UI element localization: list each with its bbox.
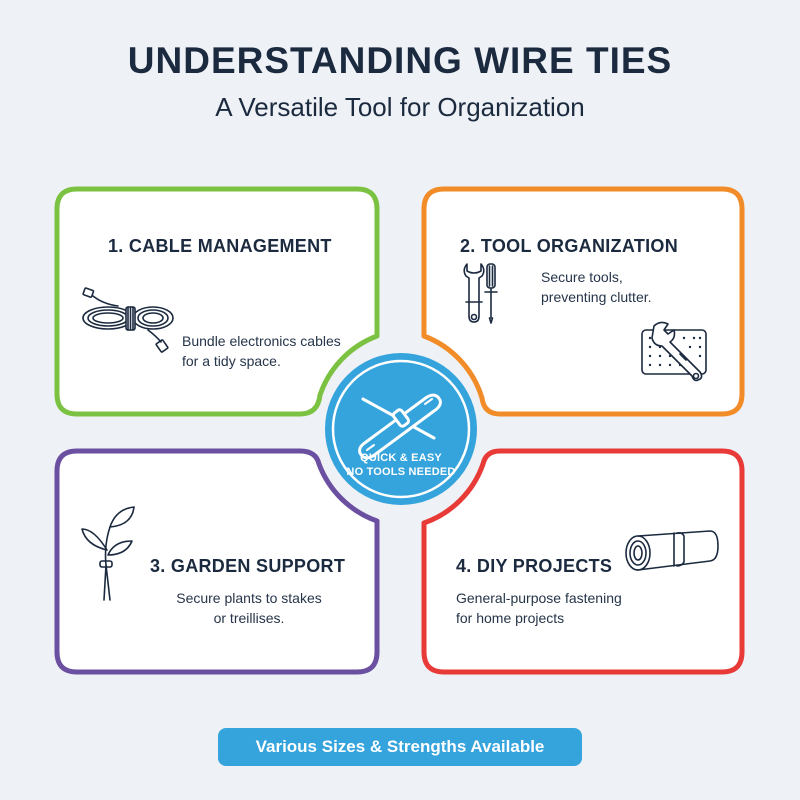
coiled-cable-icon [82,287,174,353]
description-line: for a tidy space. [182,353,281,369]
description-line: for home projects [456,610,565,626]
badge-line-no-tools: NO TOOLS NEEDED [346,466,456,478]
card-diy-projects-frame [421,448,745,675]
card-tool-organization-frame [421,186,745,417]
description-line: or treillises. [213,610,285,626]
description-line: General-purpose fastening [456,590,622,606]
card-cable-management-frame [54,186,380,417]
wrench-screwdriver-icon [463,263,498,324]
center-badge [325,353,477,505]
badge-line-quick-easy: QUICK & EASY [360,452,442,464]
card-description-tool-organization: Secure tools, preventing clutter. [541,267,652,307]
description-line: Bundle electronics cables [182,333,341,349]
card-heading-garden-support: 3. GARDEN SUPPORT [150,556,346,576]
card-heading-tool-organization: 2. TOOL ORGANIZATION [460,236,679,256]
description-line: Secure tools, [541,269,623,285]
wire-tie-icon [358,393,442,460]
pipe-roll-icon [625,530,719,571]
description-line: preventing clutter. [541,289,652,305]
sizes-strengths-banner[interactable]: Various Sizes & Strengths Available [218,728,582,766]
card-description-cable-management: Bundle electronics cables for a tidy spa… [182,331,341,371]
page-title: UNDERSTANDING WIRE TIES [127,40,673,81]
page-subtitle: A Versatile Tool for Organization [215,92,585,122]
description-line: Secure plants to stakes [176,590,322,606]
card-garden-support-frame [54,448,380,675]
plant-stake-icon [81,506,135,601]
card-heading-diy-projects: 4. DIY PROJECTS [456,556,613,576]
pegboard-wrench-icon [641,321,707,382]
card-description-diy-projects: General-purpose fastening for home proje… [456,588,622,628]
card-description-garden-support: Secure plants to stakes or treillises. [167,588,331,628]
card-heading-cable-management: 1. CABLE MANAGEMENT [108,236,332,256]
